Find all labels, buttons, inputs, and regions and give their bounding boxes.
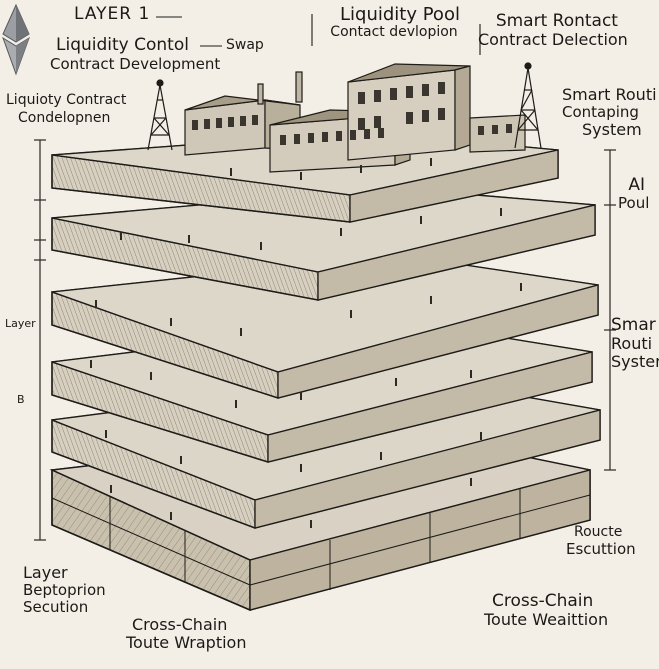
label-liquity-contract: Liquioty Contract Condelopnen xyxy=(6,92,127,126)
slab-layer-3 xyxy=(51,254,599,399)
label-ai-pool: AI Poul xyxy=(618,175,650,213)
left-dimension-line xyxy=(34,139,46,541)
rooftop-buildings xyxy=(184,63,526,173)
label-liquidity-pool: Liquidity Pool Contact devlopion xyxy=(330,4,460,41)
label-liquidity-control: Liquidity Contol xyxy=(56,35,189,55)
label-cross-chain-left: Cross-Chain Toute Wraption xyxy=(126,615,247,652)
tiny-figures xyxy=(90,158,522,528)
label-route-execution: Roucte Escuttion xyxy=(566,524,636,558)
label-smart-rontact: Smart Rontact Contract Delection xyxy=(478,11,628,50)
label-layer-1: LAYER 1 xyxy=(74,4,151,24)
ethereum-logo-icon xyxy=(2,3,30,76)
label-layer-beptoprion: Layer Beptoprion Secution xyxy=(23,563,106,616)
right-dimension-line xyxy=(604,149,616,471)
slab-layer-2 xyxy=(51,187,596,301)
label-swap: Swap xyxy=(226,37,264,53)
label-cross-chain-right: Cross-Chain Toute Weaittion xyxy=(484,591,609,630)
label-contract-development: Contract Development xyxy=(50,55,221,73)
label-layer-side: Layer xyxy=(5,317,36,330)
label-smart-routing-mid: Smar Routi Syster xyxy=(611,315,659,371)
label-smart-routing-top: Smart Routi Contaping System xyxy=(562,85,657,139)
left-lattice-tower xyxy=(147,79,173,151)
label-side-b: B xyxy=(17,393,25,406)
right-lattice-tower xyxy=(514,62,542,149)
label-leader-lines xyxy=(156,14,481,55)
